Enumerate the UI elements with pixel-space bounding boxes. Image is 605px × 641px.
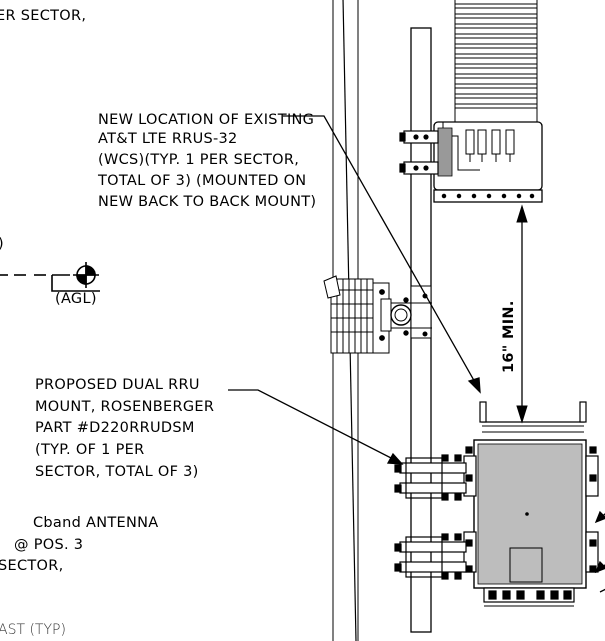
dual-rru-note-line-5: SECTOR, TOTAL OF 3) [35,464,199,480]
rru-center-dot [525,512,529,516]
mount-collar [410,285,432,339]
dual-clamp-3 [399,541,467,553]
dual-rru-mount [463,401,599,607]
cband-leader-3 [599,588,605,593]
rrus-side-bracket [437,127,453,177]
grating-bars [331,279,373,353]
cband-note-line-3: SECTOR, [0,558,64,574]
mount-plate-inner [380,298,392,332]
bottom-fragment-text: AST (TYP) [0,622,66,638]
rrus-32-unit [433,121,543,203]
grating-corner-tab [323,275,341,299]
rrus-leader-arrow [467,377,481,394]
antenna-ribs [455,3,537,109]
dual-clamp-bolts [394,454,462,580]
rrus-note-line-2: AT&T LTE RRUS-32 [98,131,238,147]
cband-note-line-2: @ POS. 3 [14,537,83,553]
mount-pipe-inner [394,308,408,322]
elevation-target-fill-1 [85,265,96,276]
dimension-16in [516,204,528,424]
side-arm-mount [323,275,432,354]
mount-bolts [379,289,428,341]
dual-rru-leader-line [228,389,396,461]
dual-clamp-frame-lower [405,536,443,578]
rru-bottom-connectors [488,590,572,600]
dual-clamp-4 [399,561,467,573]
dual-clamp-2 [399,482,467,494]
left-fragment-text: ) [0,236,4,252]
dual-rru-note-line-4: (TYP. OF 1 PER [35,442,144,458]
rru-bracket-left-post [479,401,487,423]
dual-rru-note: PROPOSED DUAL RRU MOUNT, ROSENBERGER PAR… [35,377,214,480]
dual-rru-note-line-2: MOUNT, ROSENBERGER [35,399,214,415]
rrus-note-line-5: NEW BACK TO BACK MOUNT) [98,194,316,210]
rru-bracket-right-post [579,401,587,423]
rru-bottom-connector-strip [483,587,575,603]
rrus-base-bolts [441,193,535,199]
top-fragment-text: ER SECTOR, [0,8,86,24]
rru-port-panel [509,547,543,583]
rrus-note: NEW LOCATION OF EXISTING AT&T LTE RRUS-3… [97,112,316,210]
agl-label: (AGL) [55,291,97,307]
elevation-target-fill-2 [76,274,87,285]
dual-rru-note-line-3: PART #D220RRUDSM [35,420,195,436]
dual-rru-leader-arrow [386,452,404,465]
rrus-leader-line [283,115,477,385]
dimension-arrow-bottom [516,405,528,424]
rru-corner-bolts [465,446,597,573]
dual-rru-note-line-1: PROPOSED DUAL RRU [35,377,200,393]
rrus-clamp-upper [403,130,439,144]
elevation-bracket [51,275,100,292]
rru-top-bracket [481,404,585,423]
rrus-connectors [465,129,515,162]
cband-arrow-2 [594,560,605,574]
rrus-clamp-bolts [399,132,429,173]
rrus-note-line-1: NEW LOCATION OF EXISTING [98,112,314,128]
dimension-label: 16" MIN. [501,300,517,373]
dimension-arrow-top [516,204,528,223]
rrus-note-line-4: TOTAL OF 3) (MOUNTED ON [97,173,306,189]
cband-arrow-1 [594,510,605,524]
dual-rru-pipe-clamps [394,454,467,580]
rrus-note-line-3: (WCS)(TYP. 1 PER SECTOR, [98,152,299,168]
leader-lines [228,115,605,593]
dual-clamp-frame-upper [405,457,443,499]
rrus-pipe-clamps [399,130,439,175]
elevation-marker [0,262,100,292]
antenna-body [454,0,538,123]
dual-clamp-1 [399,462,467,474]
cband-note: Cband ANTENNA @ POS. 3 SECTOR, [0,515,159,574]
antenna-top [454,0,538,123]
rrus-clamp-lower [403,161,439,175]
cband-note-line-1: Cband ANTENNA [33,515,159,531]
